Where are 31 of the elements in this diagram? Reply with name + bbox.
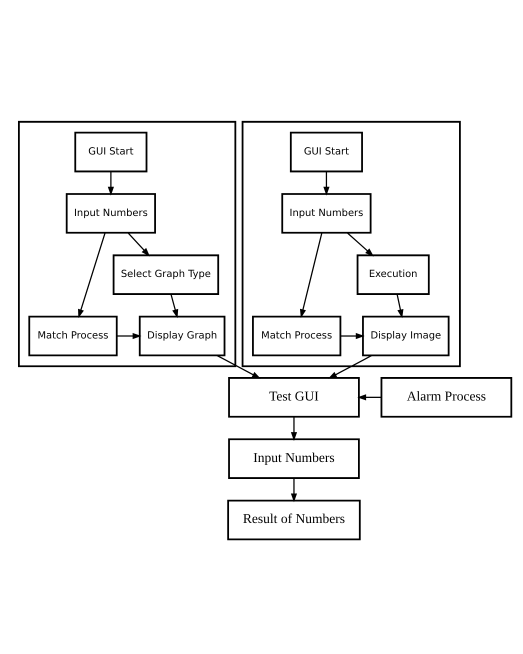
arrow [340,332,365,340]
node-box: Input Numbers [66,193,156,234]
node-box: GUI Start [74,132,148,172]
arrow [128,232,150,256]
arrow [328,354,372,379]
arrow [396,294,404,318]
node-box: Input Numbers [228,438,360,479]
arrow [290,416,298,441]
arrow [216,354,261,379]
arrow [290,478,298,502]
cluster [18,120,236,368]
arrow [300,232,322,318]
arrow [357,394,382,400]
arrow [323,171,330,196]
cluster [242,120,461,368]
node-box: Alarm Process [380,377,512,418]
node-box: Display Graph [138,316,226,356]
arrow [116,332,142,340]
node-box: Test GUI [228,377,360,418]
node-box: Select Graph Type [112,254,220,295]
arrow [170,294,178,318]
node-box: Execution [356,254,430,295]
node-box: Match Process [28,316,118,356]
arrow [78,232,106,318]
arrow [346,232,374,257]
node-box: Display Image [362,316,450,356]
node-box: Result of Numbers [227,500,361,540]
node-box: Match Process [252,316,342,356]
node-box: Input Numbers [281,193,372,234]
node-box: GUI Start [290,132,363,172]
arrow [108,171,114,196]
